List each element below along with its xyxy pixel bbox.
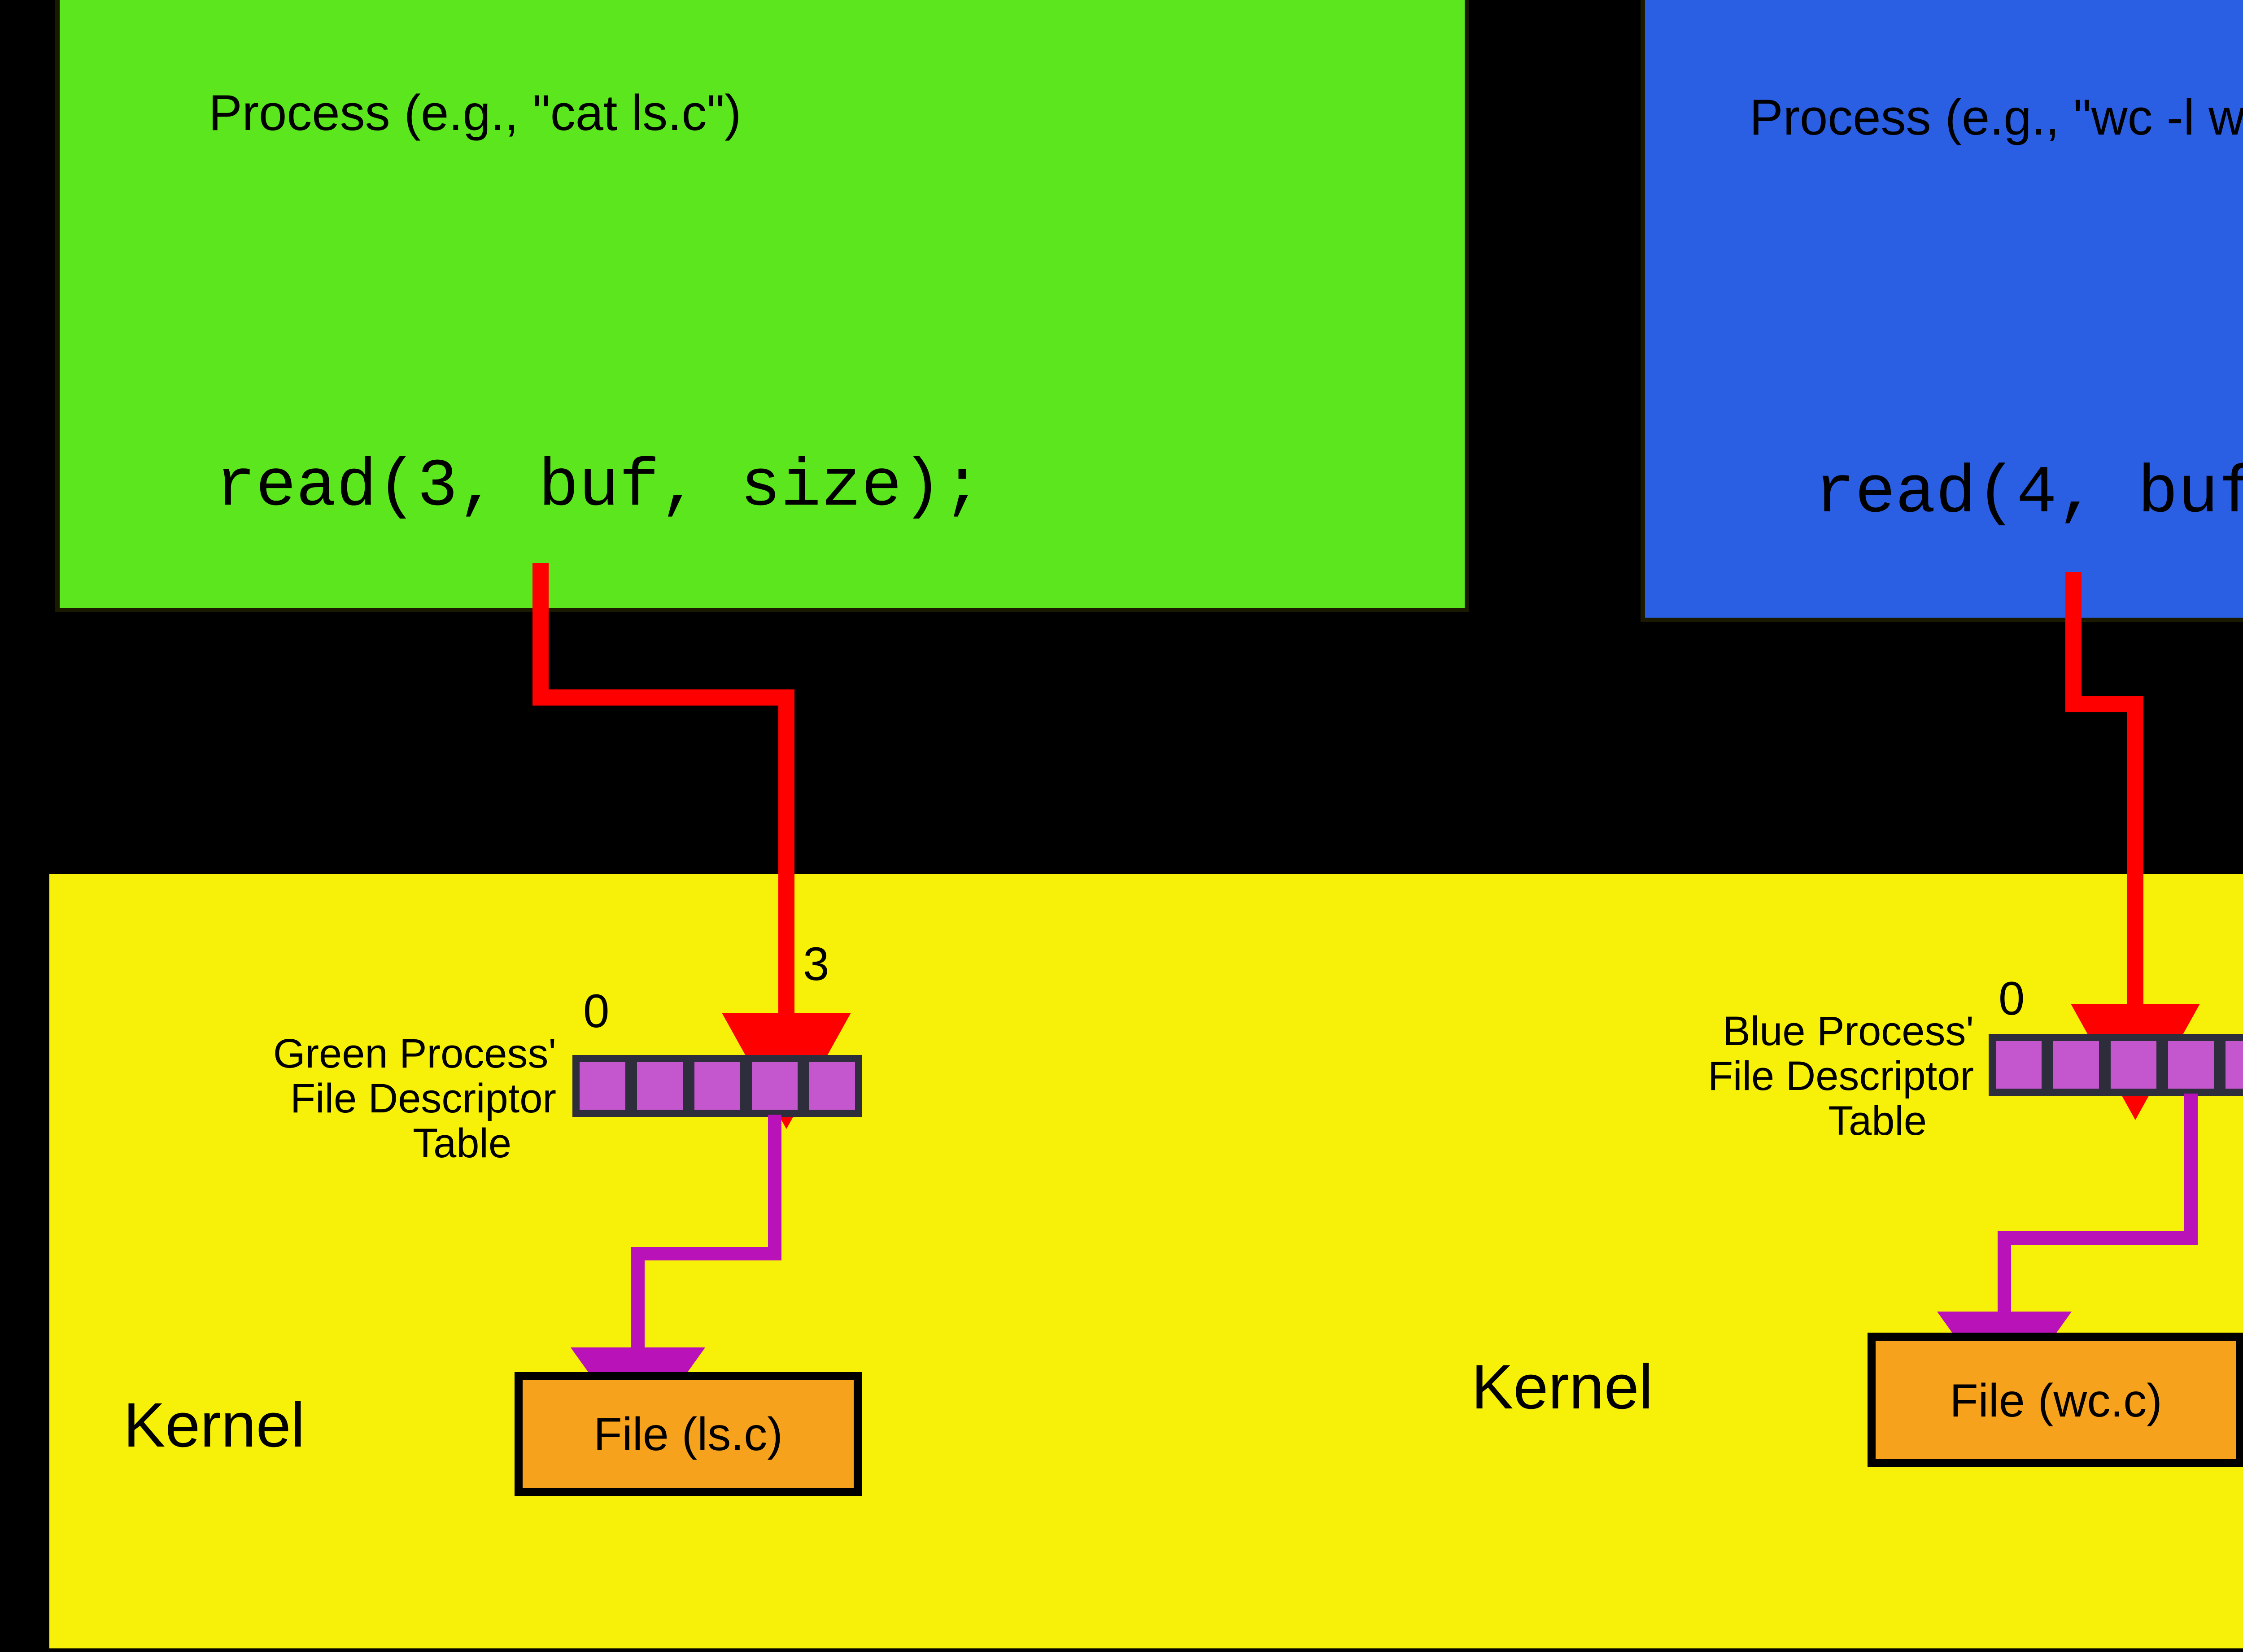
blue-process-box-rect [1641,0,2243,622]
blue-fd-caption-line-0: Blue Process' [1723,1008,1974,1054]
green-process-box[interactable]: Process (e.g., "cat ls.c") read(3, buf, … [55,0,1469,612]
green-fd-cell-1[interactable] [630,1055,690,1117]
blue-fd-caption-line-2: Table [1828,1098,1927,1144]
file-box-wc-c-rect [1868,1333,2243,1467]
green-process-code: read(3, buf, size); [215,449,982,525]
kernel-label-right: Kernel [1471,1351,1653,1422]
kernel-label-left: Kernel [123,1390,305,1460]
green-fd-cell-3[interactable] [745,1055,805,1117]
green-fd-cell-4[interactable] [802,1055,862,1117]
file-box-ls-c-rect [515,1372,862,1496]
red-arrow-green-path [532,563,851,1129]
red-arrow-green-to-fd3: 3 [532,563,851,1129]
green-fd-caption-line-1: File Descriptor [290,1076,556,1121]
green-fd-table[interactable]: 0 Green Process' File Descriptor Table [273,985,862,1166]
blue-fd-cell-4[interactable] [2218,1034,2243,1096]
file-box-wc-c[interactable]: File (wc.c) [1868,1333,2243,1467]
blue-fd-cell-3[interactable] [2161,1034,2221,1096]
blue-fd-cell-2[interactable] [2103,1034,2164,1096]
magenta-connector-green [571,1115,781,1442]
blue-fd-table[interactable]: 0 Blue Process' File Descriptor Table [1708,972,2243,1144]
blue-fd-cell-0[interactable] [1989,1034,2049,1096]
blue-process-code: read(4, buf, size); [1815,456,2243,532]
file-box-ls-c[interactable]: File (ls.c) [515,1372,862,1496]
blue-process-box[interactable]: Process (e.g., "wc -l wc.c") read(4, buf… [1641,0,2243,622]
file-box-ls-c-label: File (ls.c) [593,1408,783,1460]
green-fd-cell-0[interactable] [572,1055,633,1117]
green-fd-caption-line-0: Green Process' [273,1031,556,1077]
green-fd-caption-line-2: Table [413,1120,511,1166]
file-box-wc-c-label: File (wc.c) [1950,1375,2162,1427]
green-process-title: Process (e.g., "cat ls.c") [209,85,741,141]
magenta-connector-blue [1937,1094,2198,1406]
blue-fd-first-index-label: 0 [1999,972,2025,1025]
blue-fd-cell-1[interactable] [2046,1034,2106,1096]
green-fd-first-index-label: 0 [583,985,609,1037]
blue-process-title: Process (e.g., "wc -l wc.c") [1750,89,2243,145]
green-fd-arrow-index-label: 3 [803,938,829,990]
kernel-box [49,874,2243,1648]
green-fd-cell-2[interactable] [687,1055,747,1117]
magenta-connector-blue-path [1937,1094,2198,1406]
magenta-connector-green-path [571,1115,781,1442]
green-process-box-rect [55,0,1469,612]
red-arrow-blue-to-fd4: 4 [2065,572,2200,1120]
red-arrow-blue-path [2065,572,2200,1120]
kernel-box-rect [49,874,2243,1648]
blue-fd-caption-line-1: File Descriptor [1708,1053,1974,1099]
